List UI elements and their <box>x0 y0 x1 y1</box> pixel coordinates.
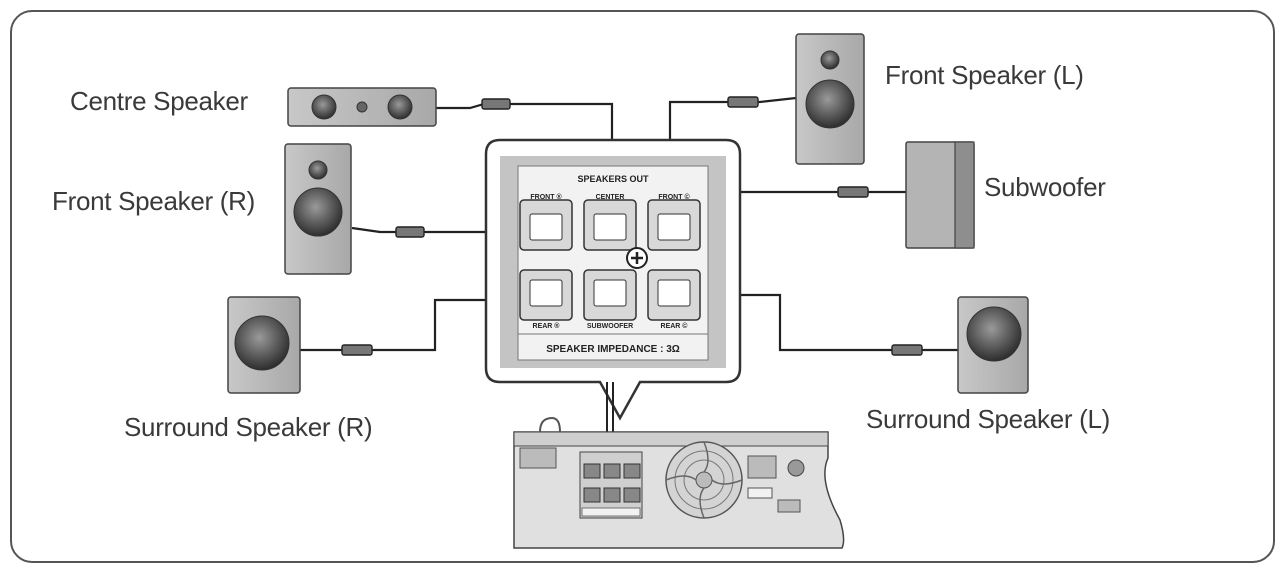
centre-speaker <box>287 87 437 127</box>
plug-centre <box>481 98 511 110</box>
terminal-label-front-l: FRONT © <box>658 193 690 201</box>
panel-title: SPEAKERS OUT <box>577 174 649 184</box>
fan-icon <box>665 441 743 519</box>
terminal-label-subwoofer: SUBWOOFER <box>587 323 633 330</box>
plug-front-left <box>727 96 759 108</box>
terminals-bottom <box>519 269 701 321</box>
front-left-speaker <box>795 33 865 165</box>
front-right-speaker <box>284 143 352 275</box>
terminal-label-rear-l: REAR © <box>661 322 689 330</box>
wire-plugs <box>341 96 923 356</box>
plug-subwoofer <box>837 186 869 198</box>
main-unit-rear <box>513 416 845 549</box>
label-front-speaker-left: Front Speaker (L) <box>885 60 1084 90</box>
label-subwoofer: Subwoofer <box>984 172 1106 202</box>
terminal-label-front-r: FRONT ® <box>530 193 562 201</box>
label-surround-speaker-right: Surround Speaker (R) <box>124 412 373 442</box>
label-surround-speaker-left: Surround Speaker (L) <box>866 404 1111 434</box>
panel-impedance: SPEAKER IMPEDANCE : 3Ω <box>546 344 680 355</box>
plug-surround-right <box>341 344 373 356</box>
wire-surround-left <box>690 293 958 352</box>
label-front-speaker-right: Front Speaker (R) <box>52 186 255 216</box>
plug-front-right <box>395 226 425 238</box>
label-centre-speaker: Centre Speaker <box>70 86 248 116</box>
panel-screw-icon <box>626 247 648 269</box>
surround-right-speaker <box>227 296 301 394</box>
terminal-label-rear-r: REAR ® <box>533 322 561 330</box>
plug-surround-left <box>891 344 923 356</box>
wire-surround-right <box>300 298 530 352</box>
surround-left-speaker <box>957 296 1029 394</box>
terminals-top <box>519 199 701 251</box>
subwoofer-box <box>905 141 975 249</box>
callout-panel: SPEAKERS OUT FRONT ® CENTER FRONT © REAR… <box>484 138 742 421</box>
terminal-label-center: CENTER <box>596 194 625 201</box>
